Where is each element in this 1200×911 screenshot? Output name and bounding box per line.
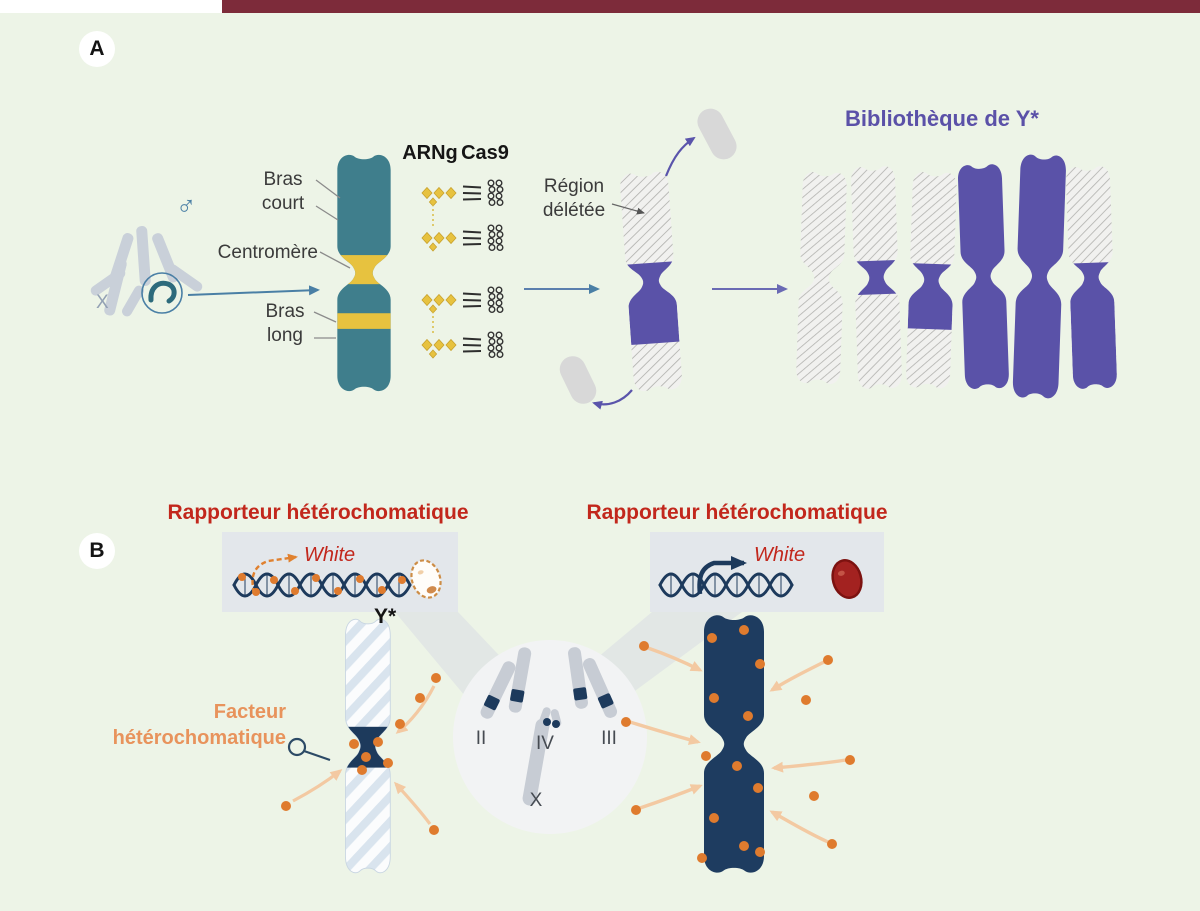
topbar-gap [0, 0, 222, 13]
grna-cas9-rows [421, 179, 504, 359]
chromosome-heterochromatic [621, 615, 855, 873]
reporter-box-right [650, 532, 884, 612]
chr3-label: III [601, 728, 617, 749]
panel-b-label: B [79, 533, 115, 569]
centromere-label: Centromère [217, 242, 318, 263]
ystar-label: Y* [374, 605, 397, 628]
red-eye-icon [831, 559, 863, 599]
heterochromatin-dots [238, 573, 406, 596]
x-chromosome-label: X [96, 292, 109, 313]
chrx-label: X [529, 790, 543, 811]
factor-label: Facteur hétérochomatique [108, 700, 286, 751]
white-gene-label-right: White [754, 544, 806, 566]
chromosome-ystar-striped [281, 618, 441, 874]
deleted-fragment-top [697, 108, 737, 160]
arm-pointer-lines [313, 179, 351, 339]
reporter-title-left: Rapporteur hétérochomatique [167, 501, 469, 524]
region-deletee-label: Région délétée [542, 176, 606, 222]
factor-label-line2: hétérochomatique [112, 726, 286, 749]
y-star-library [795, 154, 1118, 399]
male-symbol-icon: ♂ [176, 190, 197, 220]
male-karyotype [90, 225, 203, 317]
white-gene-label-left: White [304, 544, 356, 566]
deleted-fragment-bottom [559, 356, 597, 404]
panel-a-label: A [79, 31, 115, 67]
arrow-karyotype-to-y [187, 285, 320, 296]
region-deletee-pointer [611, 203, 645, 215]
chromosome-y-teal [337, 154, 391, 392]
top-maroon-bar [222, 0, 1200, 13]
karyotype-circle [453, 640, 647, 834]
bras-court-label: Bras court [261, 169, 305, 215]
factor-dots [621, 625, 855, 863]
factor-arrows [292, 685, 436, 825]
chr2-label: II [475, 728, 487, 749]
y-chromosome-hook [148, 280, 177, 304]
arrow-fragment-top [664, 136, 696, 177]
reporter-title-right: Rapporteur hétérochomatique [586, 501, 888, 524]
factor-dots [281, 673, 441, 835]
y-highlight-circle [141, 272, 183, 314]
dna-helix [658, 572, 794, 598]
cas9-label: Cas9 [461, 142, 509, 164]
factor-arrows [629, 646, 847, 844]
arrow-fragment-bottom [592, 389, 633, 410]
bras-long-label: Bras long [265, 301, 305, 347]
library-title: Bibliothèque de Y* [845, 106, 1039, 131]
white-eye-icon [410, 559, 442, 599]
reporter-box-left [222, 532, 458, 612]
chr4-label: IV [536, 733, 554, 754]
promoter-arrow-active [697, 556, 747, 595]
arng-label: ARNg [402, 142, 458, 164]
chromosome-y-deleted [619, 171, 683, 392]
factor-label-line1: Facteur [213, 701, 286, 723]
factor-pin-icon [287, 737, 331, 762]
